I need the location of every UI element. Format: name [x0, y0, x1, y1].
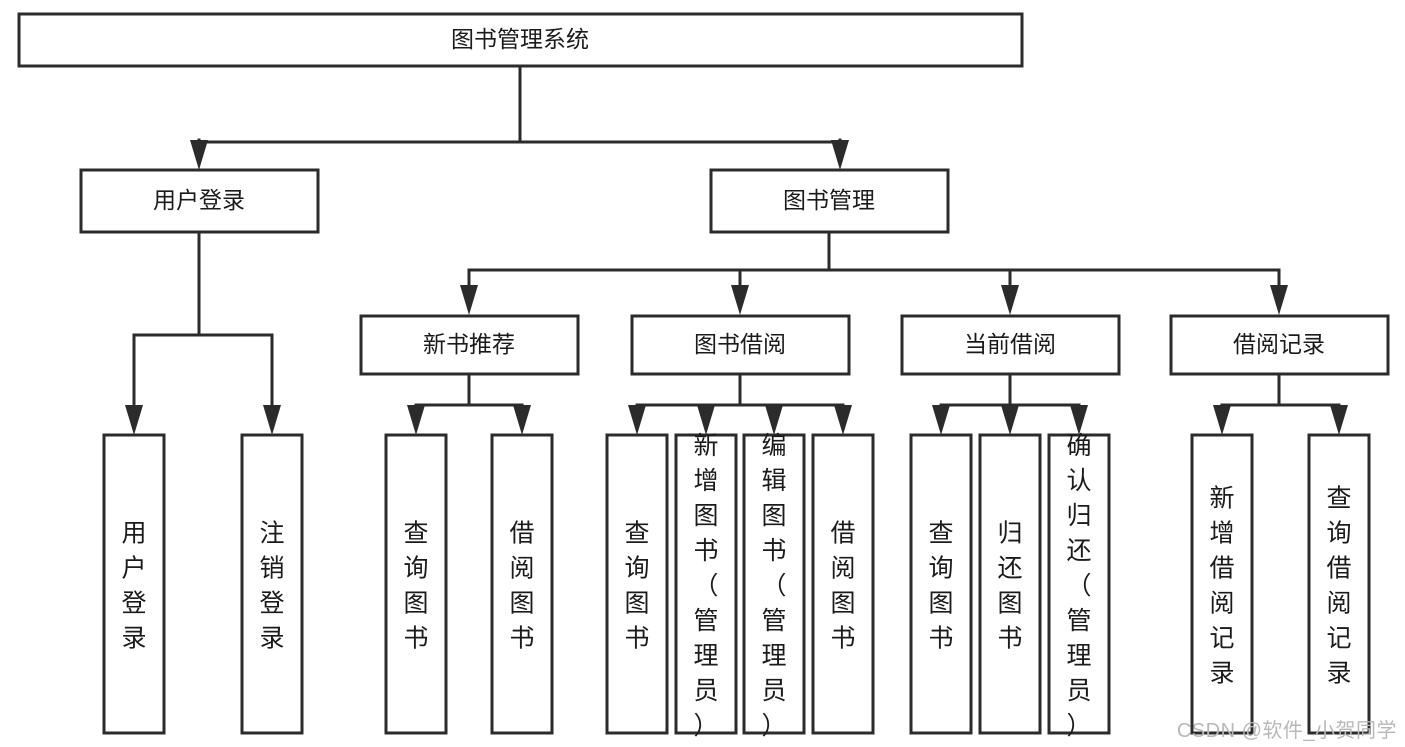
node-user-login[interactable]: 用户登录: [79, 168, 320, 234]
node-book-borrow-label: 图书借阅: [694, 331, 786, 357]
leaf-book-borrow-3[interactable]: 借阅图书: [811, 433, 875, 735]
connector-books-to-level3: [460, 230, 1288, 315]
node-book-borrow[interactable]: 图书借阅: [630, 314, 851, 376]
node-book-management[interactable]: 图书管理: [709, 168, 950, 234]
leaf-user-login-1[interactable]: 注销登录: [240, 433, 304, 735]
connector-bookborrow-to-leaves: [628, 372, 852, 435]
node-user-login-label: 用户登录: [153, 187, 245, 213]
leaf-book-borrow-2-label: 编辑图书（管理员）: [761, 432, 786, 740]
connector-currentborrow-to-leaves: [932, 372, 1088, 435]
connector-newbook-to-leaves: [407, 372, 531, 435]
leaf-user-login-0-label: 用户登录: [121, 519, 146, 652]
node-current-borrow-label: 当前借阅: [964, 331, 1056, 357]
connector-userlogin-to-leaves: [125, 230, 281, 435]
leaf-book-borrow-1-label: 新增图书（管理员）: [693, 432, 718, 740]
leaf-new-book-0[interactable]: 查询图书: [384, 433, 448, 735]
node-new-book-recommend-label: 新书推荐: [423, 331, 515, 357]
leaf-user-login-1-label: 注销登录: [259, 519, 284, 652]
node-new-book-recommend[interactable]: 新书推荐: [359, 314, 580, 376]
leaf-current-borrow-2-label: 确认归还（管理员）: [1066, 432, 1091, 740]
leaf-current-borrow-0-label: 查询图书: [928, 519, 953, 652]
connector-root-to-level2: [190, 64, 849, 170]
node-borrow-record[interactable]: 借阅记录: [1169, 314, 1390, 376]
node-book-management-label: 图书管理: [783, 187, 875, 213]
leaf-new-book-0-label: 查询图书: [403, 519, 428, 652]
leaf-user-login-0[interactable]: 用户登录: [102, 433, 166, 735]
leaf-book-borrow-0-label: 查询图书: [624, 519, 649, 652]
leaf-current-borrow-1-label: 归还图书: [997, 519, 1022, 652]
leaf-new-book-1[interactable]: 借阅图书: [490, 433, 554, 735]
node-root[interactable]: 图书管理系统: [17, 12, 1024, 68]
node-borrow-record-label: 借阅记录: [1233, 331, 1325, 357]
leaf-borrow-record-0-label: 新增借阅记录: [1209, 484, 1234, 687]
leaf-new-book-1-label: 借阅图书: [509, 519, 534, 652]
node-current-borrow[interactable]: 当前借阅: [900, 314, 1121, 376]
leaf-borrow-record-0[interactable]: 新增借阅记录: [1190, 433, 1254, 735]
leaf-book-borrow-2[interactable]: 编辑图书（管理员）: [742, 432, 806, 740]
leaf-current-borrow-1[interactable]: 归还图书: [978, 433, 1042, 735]
leaf-book-borrow-3-label: 借阅图书: [830, 519, 855, 652]
node-root-label: 图书管理系统: [451, 26, 589, 52]
leaf-book-borrow-1[interactable]: 新增图书（管理员）: [674, 432, 738, 740]
leaf-book-borrow-0[interactable]: 查询图书: [605, 433, 669, 735]
connector-borrowrecord-to-leaves: [1213, 372, 1348, 435]
leaf-current-borrow-0[interactable]: 查询图书: [909, 433, 973, 735]
leaf-current-borrow-2[interactable]: 确认归还（管理员）: [1047, 432, 1111, 740]
leaf-borrow-record-1-label: 查询借阅记录: [1326, 484, 1351, 687]
leaf-borrow-record-1[interactable]: 查询借阅记录: [1307, 433, 1371, 735]
